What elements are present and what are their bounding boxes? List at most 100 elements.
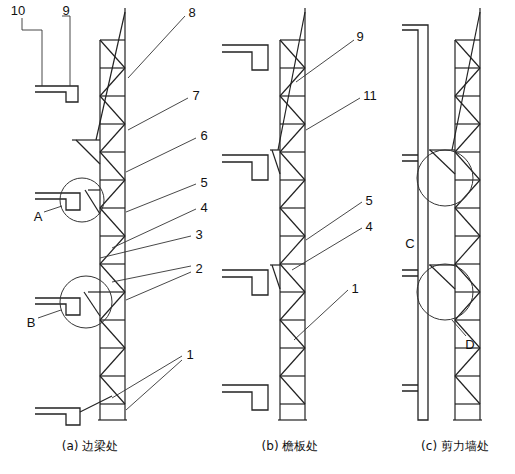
callout-number: 10 bbox=[11, 4, 25, 17]
truss-member bbox=[455, 236, 480, 264]
truss-member bbox=[100, 291, 125, 292]
truss-member bbox=[280, 179, 305, 180]
truss-member bbox=[100, 124, 125, 152]
truss-member bbox=[100, 264, 125, 292]
top-brace bbox=[452, 12, 480, 150]
truss-member bbox=[100, 263, 125, 264]
truss-member bbox=[280, 347, 305, 348]
callout-number: 9 bbox=[62, 4, 69, 17]
truss-member bbox=[100, 96, 125, 124]
truss-member bbox=[280, 39, 305, 40]
leader-line bbox=[112, 209, 196, 248]
truss-member bbox=[280, 235, 305, 236]
truss-base bbox=[278, 419, 307, 420]
truss-member bbox=[455, 96, 480, 124]
eave-board bbox=[222, 155, 268, 180]
eave-board bbox=[222, 270, 268, 295]
truss-member bbox=[455, 151, 480, 152]
truss-member bbox=[280, 95, 305, 96]
truss-member bbox=[455, 348, 480, 376]
leader-line bbox=[294, 290, 348, 340]
truss-member bbox=[100, 320, 125, 348]
truss-member bbox=[100, 207, 125, 208]
truss-member bbox=[455, 207, 480, 208]
arm-brace bbox=[84, 292, 100, 316]
truss-member bbox=[455, 235, 480, 236]
truss-member bbox=[455, 208, 480, 236]
truss-member bbox=[455, 292, 480, 320]
leader-line bbox=[112, 356, 182, 410]
truss-member bbox=[280, 124, 305, 152]
truss-member bbox=[100, 375, 125, 376]
leader-line bbox=[22, 18, 42, 86]
leader-line bbox=[126, 138, 196, 172]
top-brace bbox=[96, 12, 125, 140]
leader-line bbox=[44, 206, 62, 212]
truss-member bbox=[455, 375, 480, 376]
truss-member bbox=[455, 403, 480, 404]
truss-member bbox=[100, 235, 125, 236]
truss-base bbox=[98, 419, 127, 420]
truss-member bbox=[100, 39, 125, 40]
callout-number: 3 bbox=[195, 228, 202, 241]
truss-member bbox=[455, 123, 480, 124]
edge-beam bbox=[35, 298, 80, 315]
truss-member bbox=[455, 39, 480, 40]
floor-slab bbox=[402, 155, 418, 161]
truss-member bbox=[455, 264, 480, 292]
truss-chord bbox=[124, 8, 125, 420]
callout-number: 5 bbox=[365, 194, 372, 207]
truss-chord bbox=[304, 8, 305, 420]
platform-arm bbox=[88, 189, 100, 190]
anchor-brace bbox=[80, 396, 112, 412]
caption: (a) 边梁处 bbox=[62, 440, 119, 452]
callout-number: 7 bbox=[192, 89, 199, 102]
callout-number: 5 bbox=[200, 176, 207, 189]
leader-line bbox=[128, 16, 185, 78]
caption: (b) 檐板处 bbox=[262, 440, 319, 452]
callout-number: 2 bbox=[195, 262, 202, 275]
leader-line bbox=[100, 236, 191, 258]
callout-number: 1 bbox=[351, 282, 358, 295]
eave-board bbox=[222, 45, 268, 70]
truss-member bbox=[280, 208, 305, 236]
arm-brace bbox=[85, 190, 100, 214]
truss-member bbox=[100, 403, 125, 404]
leader-line bbox=[112, 266, 191, 300]
edge-beam bbox=[35, 408, 80, 425]
leader-line bbox=[38, 310, 61, 318]
detail-label: A bbox=[34, 210, 43, 223]
leader-line bbox=[306, 202, 362, 240]
truss-member bbox=[280, 375, 305, 376]
leader-line bbox=[306, 98, 360, 130]
truss-member bbox=[455, 376, 480, 404]
truss-member bbox=[100, 236, 125, 264]
truss-member bbox=[280, 68, 305, 96]
truss-member bbox=[280, 403, 305, 404]
shear-wall bbox=[402, 25, 428, 420]
truss-member bbox=[100, 208, 125, 236]
detail-circle bbox=[60, 178, 104, 222]
leader-lines bbox=[22, 16, 466, 410]
leader-line bbox=[126, 184, 196, 212]
truss-member bbox=[100, 292, 125, 320]
truss-member bbox=[455, 319, 480, 320]
caption: (c) 剪力墙处 bbox=[421, 440, 489, 452]
edge-beam bbox=[35, 86, 78, 102]
truss-member bbox=[280, 348, 305, 376]
truss-member bbox=[455, 291, 480, 292]
truss-member bbox=[455, 95, 480, 96]
arm-brace bbox=[76, 140, 100, 164]
leader-line bbox=[452, 320, 466, 336]
callout-number: 4 bbox=[365, 220, 372, 233]
truss-member bbox=[455, 124, 480, 152]
truss-member bbox=[280, 180, 305, 208]
detail-circle bbox=[417, 264, 473, 320]
arm-brace bbox=[430, 265, 455, 289]
truss-member bbox=[100, 95, 125, 96]
platform-arm bbox=[88, 291, 100, 292]
truss-member bbox=[280, 40, 305, 68]
truss-member bbox=[455, 67, 480, 68]
truss-member bbox=[280, 376, 305, 404]
